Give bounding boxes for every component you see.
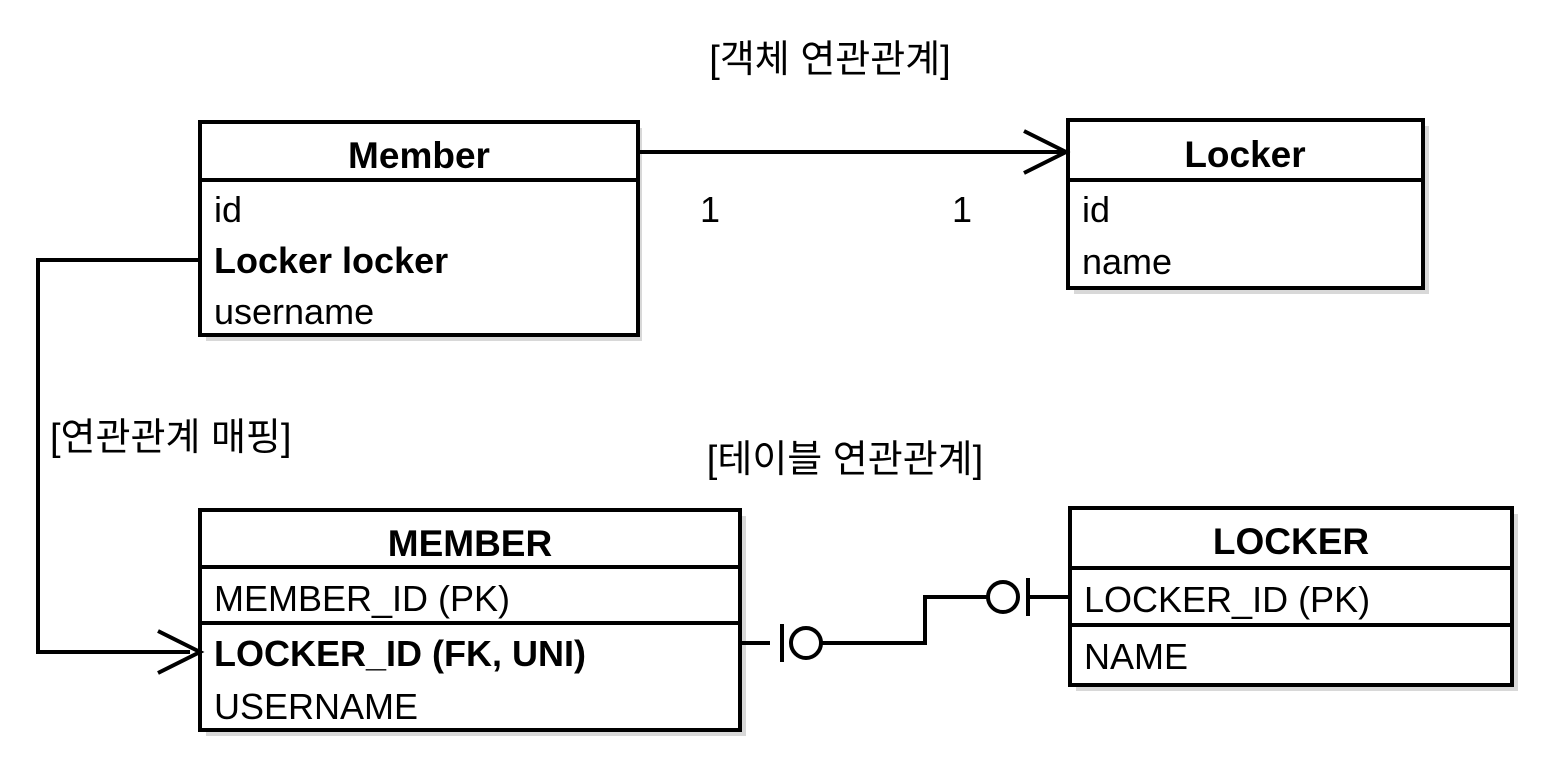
mapping-arrow[interactable] (36, 258, 205, 675)
object-association-arrowhead-icon (1023, 129, 1071, 175)
mapping-arrowhead-icon (157, 629, 205, 675)
locker-table-col-name: NAME (1084, 636, 1188, 677)
locker-class-title: Locker (1184, 134, 1305, 175)
table-relation-title: [테이블 연관관계] (707, 439, 983, 481)
locker-class-rect (1066, 118, 1425, 290)
member-table-col-member-id: MEMBER_ID (PK) (214, 578, 510, 619)
member-class-field-id: id (214, 189, 242, 230)
member-class-title: Member (348, 135, 490, 176)
member-class-box[interactable]: Member id Locker locker username (198, 120, 642, 341)
mapping-arrow-path (36, 258, 200, 654)
member-class-rect (198, 120, 640, 337)
locker-table-col-locker-id: LOCKER_ID (PK) (1084, 579, 1370, 620)
multiplicity-target: 1 (952, 189, 972, 230)
cardinality-ring-member-icon (789, 626, 823, 660)
mapping-title: [연관관계 매핑] (50, 417, 291, 459)
cardinality-ring-locker-icon (986, 580, 1020, 614)
locker-class-field-name: name (1082, 241, 1172, 282)
locker-table-rect (1068, 506, 1514, 687)
object-relation-title: [객체 연관관계] (709, 39, 950, 81)
object-association-arrow[interactable]: 1 1 (638, 129, 1071, 230)
member-table-col-locker-id: LOCKER_ID (FK, UNI) (214, 633, 586, 674)
locker-table-title: LOCKER (1213, 521, 1369, 562)
member-class-field-username: username (214, 291, 374, 332)
member-table-rect (198, 508, 742, 732)
member-table-title: MEMBER (388, 523, 552, 564)
multiplicity-source: 1 (700, 189, 720, 230)
locker-class-box[interactable]: Locker id name (1066, 118, 1429, 294)
member-class-field-locker: Locker locker (214, 240, 448, 281)
locker-class-field-id: id (1082, 189, 1110, 230)
member-table-col-username: USERNAME (214, 686, 418, 727)
table-relationship-connector[interactable] (740, 578, 1070, 662)
member-table-box[interactable]: MEMBER MEMBER_ID (PK) LOCKER_ID (FK, UNI… (198, 508, 746, 736)
locker-table-box[interactable]: LOCKER LOCKER_ID (PK) NAME (1068, 506, 1518, 691)
